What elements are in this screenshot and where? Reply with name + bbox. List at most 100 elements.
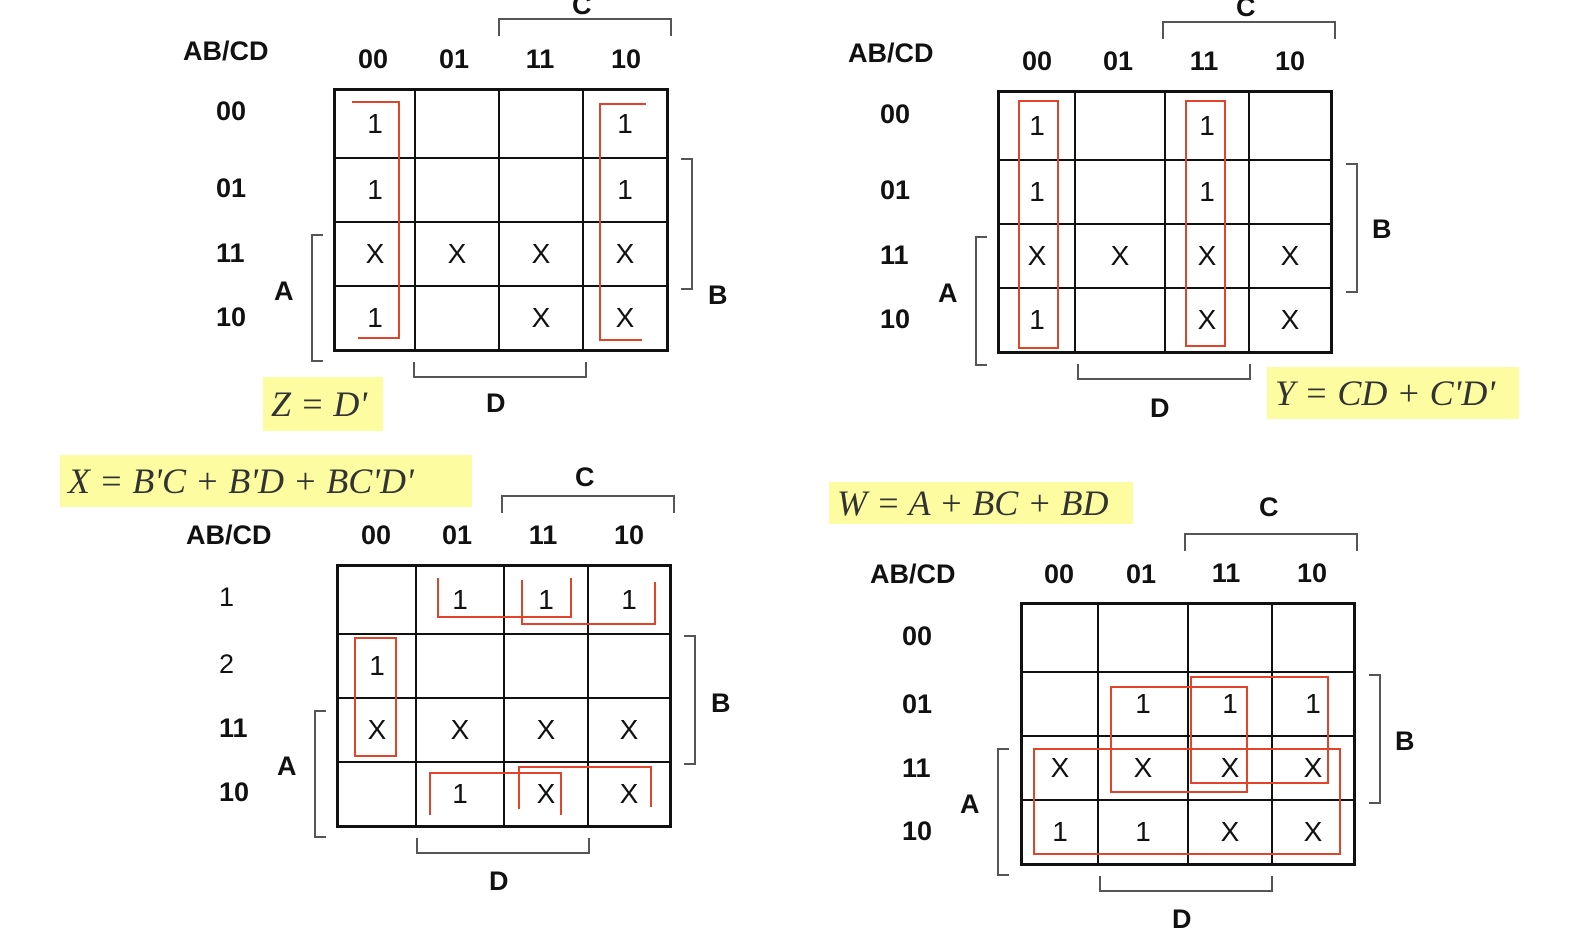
c-bracket	[498, 18, 672, 36]
c-bracket	[1184, 533, 1358, 551]
cell: 1	[1023, 801, 1099, 863]
d-bracket	[1077, 364, 1251, 380]
cell	[1076, 93, 1166, 161]
col-label: 11	[525, 44, 555, 74]
cell: 1	[1099, 801, 1189, 863]
cell: X	[1250, 225, 1330, 289]
cell: 1	[584, 91, 666, 159]
d-bracket	[413, 362, 587, 378]
cell: 1	[336, 159, 416, 223]
a-label: A	[274, 276, 294, 306]
col-label: 00	[360, 520, 392, 550]
cell	[339, 567, 417, 635]
cell: X	[1280, 304, 1300, 335]
kmap-grid: 1 1 1 1 X X X X 1 X X	[333, 88, 669, 352]
row-label: 10	[880, 304, 911, 334]
corner-label: AB/CD	[848, 38, 934, 68]
cell: 1	[589, 567, 669, 635]
cell	[416, 287, 500, 349]
col-label: 01	[441, 520, 473, 550]
cell	[1023, 605, 1099, 673]
cell: 1	[336, 287, 416, 349]
cell: 1	[417, 567, 505, 635]
cell: 1	[1099, 673, 1189, 737]
cell: X	[416, 223, 500, 287]
c-label: C	[1259, 492, 1279, 522]
a-bracket	[311, 234, 323, 362]
corner-label: AB/CD	[183, 36, 269, 66]
row-label: 01	[902, 689, 933, 719]
cell: X	[505, 763, 589, 825]
d-bracket	[1099, 876, 1273, 892]
cell: X	[1076, 225, 1166, 289]
cell	[1250, 161, 1330, 225]
equation-z: Z = D'	[263, 377, 383, 431]
cell: 1	[584, 159, 666, 223]
c-label: C	[1236, 0, 1256, 22]
col-label: 01	[1125, 559, 1157, 589]
col-label: 10	[1296, 558, 1328, 588]
cell	[1076, 289, 1166, 351]
b-bracket	[684, 635, 696, 765]
cell: X	[339, 699, 417, 763]
col-label: 01	[1102, 46, 1134, 76]
b-label: B	[708, 280, 728, 310]
row-label: 00	[880, 99, 911, 129]
c-label: C	[572, 0, 592, 20]
b-bracket	[1346, 163, 1358, 293]
cell: X	[1273, 737, 1353, 801]
equation-y: Y = CD + C'D'	[1267, 367, 1519, 419]
col-label: 11	[528, 520, 558, 550]
d-bracket	[416, 838, 590, 854]
b-bracket	[681, 158, 693, 290]
cell: X	[1303, 816, 1323, 847]
col-label: 11	[1211, 558, 1241, 588]
col-label: 00	[1043, 559, 1075, 589]
cell: X	[1189, 737, 1273, 801]
row-label: 00	[902, 621, 933, 651]
c-label: C	[575, 462, 595, 492]
cell: 1	[1273, 673, 1353, 737]
row-label: 2	[219, 649, 235, 679]
cell	[1076, 161, 1166, 225]
corner-label: AB/CD	[870, 559, 956, 589]
col-label: 10	[613, 520, 645, 550]
row-label: 11	[880, 240, 909, 270]
c-bracket	[1162, 21, 1336, 39]
cell: X	[1166, 289, 1250, 351]
cell	[416, 159, 500, 223]
col-label: 11	[1189, 46, 1219, 76]
cell	[1099, 605, 1189, 673]
cell: X	[584, 223, 666, 287]
cell	[1250, 93, 1330, 161]
cell	[416, 91, 500, 159]
cell: 1	[339, 635, 417, 699]
cell	[500, 91, 584, 159]
cell	[417, 635, 505, 699]
cell: X	[619, 778, 639, 809]
col-label: 01	[438, 44, 470, 74]
corner-label: AB/CD	[186, 520, 272, 550]
cell	[1273, 605, 1353, 673]
cell: 1	[1166, 93, 1250, 161]
cell: 1	[1189, 673, 1273, 737]
cell	[500, 159, 584, 223]
d-label: D	[1150, 393, 1170, 423]
cell: X	[589, 699, 669, 763]
cell	[1189, 605, 1273, 673]
d-label: D	[489, 866, 509, 896]
kmap-grid: 1 1 1 1 X X X X 1 X X	[336, 564, 672, 828]
cell: X	[500, 223, 584, 287]
equation-x: X = B'C + B'D + BC'D'	[60, 455, 472, 507]
col-label: 10	[1274, 46, 1306, 76]
cell: 1	[505, 567, 589, 635]
row-label: 11	[902, 753, 931, 783]
a-label: A	[960, 789, 980, 819]
d-label: D	[486, 388, 506, 418]
cell: X	[1023, 737, 1099, 801]
cell: X	[1000, 225, 1076, 289]
b-bracket	[1369, 674, 1381, 804]
cell: 1	[1166, 161, 1250, 225]
col-label: 00	[1021, 46, 1053, 76]
a-bracket	[997, 748, 1009, 876]
